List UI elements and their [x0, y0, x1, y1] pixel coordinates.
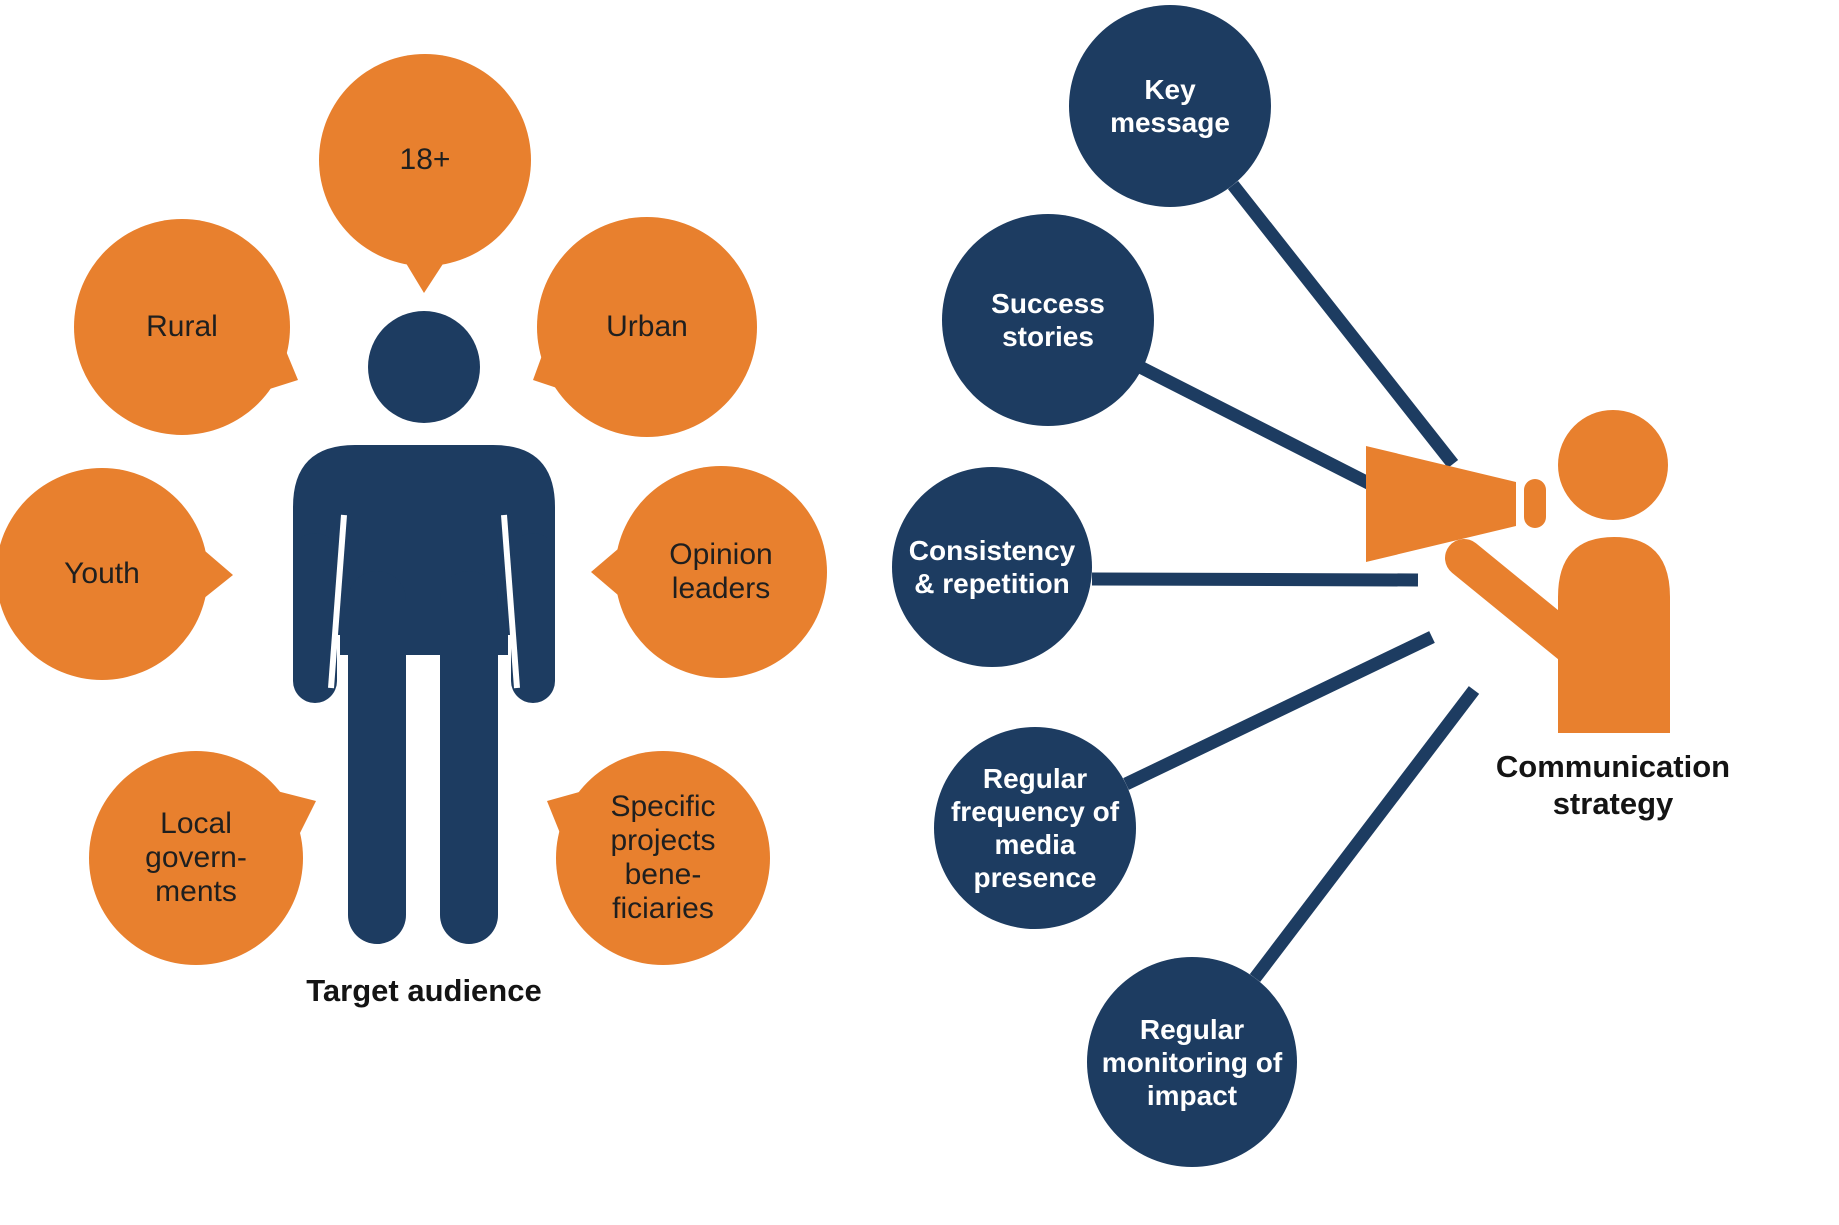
bubble-local-governments: Local govern- ments	[89, 751, 303, 965]
target-audience-label: Target audience	[306, 973, 542, 1008]
bubble-18plus: 18+	[319, 54, 531, 266]
bubble-rural: Rural	[74, 219, 290, 435]
bubble-urban: Urban	[537, 217, 757, 437]
announcer-arm	[1445, 539, 1591, 665]
announcer-with-megaphone-icon	[1366, 410, 1670, 733]
person-right-arm-gap	[501, 514, 520, 689]
bubble-specific-projects-beneficiaries: Specific projects bene- ficiaries	[556, 751, 770, 965]
person-head	[368, 311, 480, 423]
announcer-body	[1558, 537, 1670, 733]
person-icon	[293, 311, 555, 944]
connector-line-consistency	[1091, 572, 1419, 587]
communication-strategy-label: Communication strategy	[1495, 749, 1731, 821]
connector-lines	[1091, 180, 1480, 982]
connector-line-success-stories	[1139, 362, 1385, 496]
connector-line-regular-frequency	[1123, 631, 1435, 790]
bubble-youth: Youth	[0, 468, 208, 680]
announcer-head	[1558, 410, 1668, 520]
person-left-arm-gap	[328, 514, 347, 689]
circle-regular-monitoring: Regular monitoring of impact	[1087, 957, 1297, 1167]
connector-line-key-message	[1227, 180, 1459, 469]
circle-success-stories: Success stories	[942, 214, 1154, 426]
circle-consistency-repetition: Consistency & repetition	[892, 467, 1092, 667]
circle-key-message: Key message	[1069, 5, 1271, 207]
bubble-opinion-leaders: Opinion leaders	[615, 466, 827, 678]
circle-regular-frequency: Regular frequency of media presence	[934, 727, 1136, 929]
megaphone-icon	[1366, 446, 1516, 562]
connector-line-regular-monitoring	[1249, 686, 1480, 982]
